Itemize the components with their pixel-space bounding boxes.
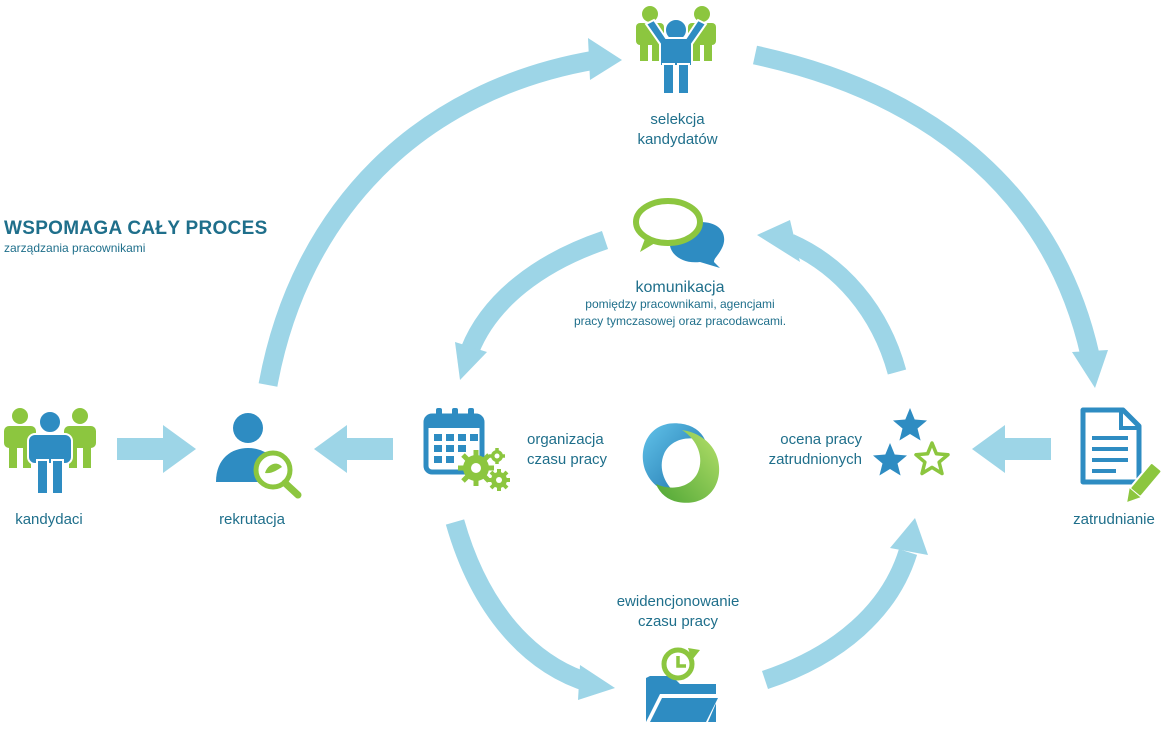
label-komunikacja-line2: pracy tymczasowej oraz pracodawcami. <box>573 314 787 328</box>
arrow-organizacja-ewidencja <box>445 519 593 693</box>
label-ocena-line1: ocena pracy <box>780 431 862 448</box>
folder-clock-icon <box>646 647 720 722</box>
arrow-komunikacja-organizacja <box>461 231 609 354</box>
label-zatrudnianie: zatrudnianie <box>1073 511 1155 528</box>
label-rekrutacja: rekrutacja <box>219 511 285 528</box>
person-search-icon <box>216 413 302 499</box>
arrow-kandydaci-rekrutacja <box>117 425 196 473</box>
people-group-icon <box>4 408 96 495</box>
label-selekcja-line1: selekcja <box>650 111 705 128</box>
arrow-ewidencja-ocena <box>761 549 918 690</box>
arrowhead-ewidencja <box>578 665 615 700</box>
arrow-zatrudnianie-ocena <box>972 425 1051 473</box>
arrow-ocena-komunikacja <box>786 234 907 375</box>
label-kandydaci: kandydaci <box>15 511 83 528</box>
arrowhead-organizacja <box>455 342 487 380</box>
page-title: WSPOMAGA CAŁY PROCES <box>4 218 268 239</box>
stars-rating-icon <box>873 408 950 476</box>
label-selekcja-line2: kandydatów <box>637 131 718 148</box>
selected-person-icon <box>636 6 716 95</box>
label-ewidencja-line1: ewidencjonowanie <box>616 593 740 610</box>
arrowhead-selekcja <box>588 38 622 80</box>
arrowhead-zatrudnianie <box>1072 350 1108 388</box>
arrow-organizacja-rekrutacja <box>314 425 393 473</box>
logo-swirl-icon <box>642 423 720 503</box>
label-ewidencja-line2: czasu pracy <box>637 613 719 630</box>
label-komunikacja-title: komunikacja <box>635 279 725 296</box>
label-organizacja-line2: czasu pracy <box>527 451 608 468</box>
calendar-gears-icon <box>423 408 510 491</box>
label-organizacja-line1: organizacja <box>527 431 604 448</box>
arrowhead-komunikacja <box>757 220 800 262</box>
arrowhead-ocena <box>890 518 928 555</box>
label-ocena-line2: zatrudnionych <box>768 451 862 468</box>
arrow-rekrutacja-selekcja <box>258 50 597 387</box>
chat-bubbles-icon <box>633 198 725 268</box>
arrow-selekcja-zatrudnianie <box>752 45 1100 358</box>
label-komunikacja-line1: pomiędzy pracownikami, agencjami <box>585 297 775 311</box>
contract-document-icon <box>1080 407 1163 502</box>
page-subtitle: zarządzania pracownikami <box>4 241 146 255</box>
